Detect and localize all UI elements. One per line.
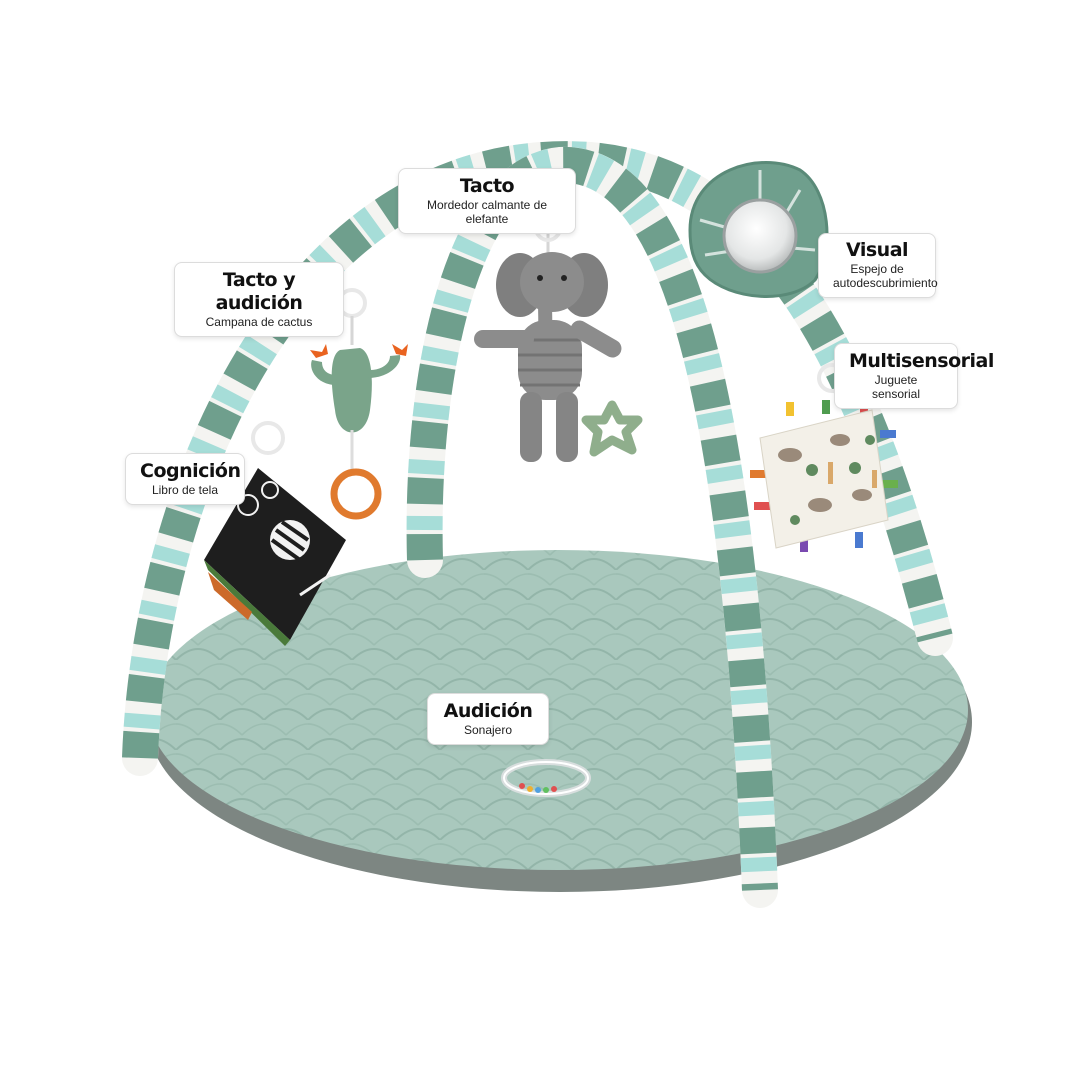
label-title: Audición: [443, 700, 533, 722]
arch-right: [406, 146, 778, 908]
label-title: Visual: [845, 239, 909, 261]
label-subtitle: Juguete sensorial: [871, 373, 921, 401]
rattle-toy: [501, 759, 591, 797]
label-subtitle-line2: autodescubrimiento: [833, 276, 938, 290]
sensory-tag-blanket: [750, 363, 898, 552]
cactus-rattle: [310, 288, 408, 520]
book-ring: [251, 421, 285, 455]
label-title: Tacto: [459, 175, 515, 197]
leaf-mirror: [688, 161, 829, 298]
label-title: Cognición: [140, 460, 241, 482]
label-subtitle: Campana de cactus: [205, 315, 313, 329]
label-subtitle: Sonajero: [463, 723, 513, 737]
label-title: Tacto y audición: [215, 269, 303, 314]
label-cognicion: Cognición Libro de tela: [125, 453, 245, 505]
label-tacto-y-audicion: Tacto y audición Campana de cactus: [174, 262, 344, 337]
label-subtitle: Libro de tela: [151, 483, 219, 497]
label-audicion: Audición Sonajero: [427, 693, 549, 745]
label-tacto: Tacto Mordedor calmante de elefante: [398, 168, 576, 234]
label-title: Multisensorial: [849, 350, 994, 372]
label-visual: Visual Espejo de autodescubrimiento: [818, 233, 938, 298]
elephant-teether: [474, 210, 643, 462]
cloth-book: [204, 468, 346, 646]
label-multisensorial: Multisensorial Juguete sensorial: [834, 343, 994, 409]
label-subtitle-line1: Espejo de: [850, 262, 904, 276]
label-subtitle: Mordedor calmante de elefante: [426, 198, 548, 226]
